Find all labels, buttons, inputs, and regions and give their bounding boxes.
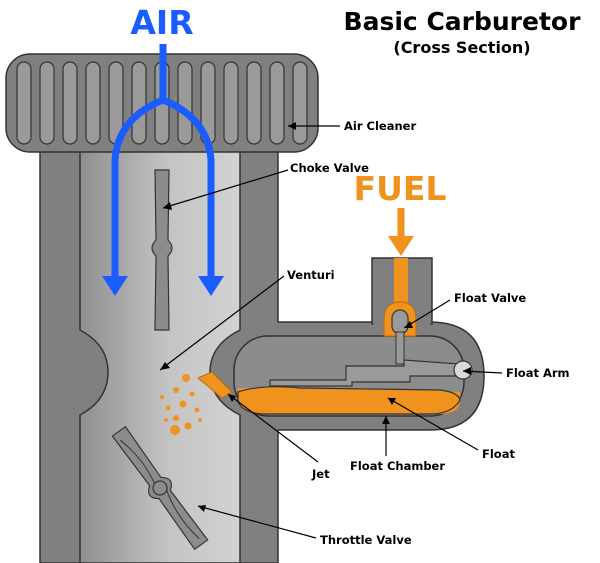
diagram-title: Basic Carburetor — [344, 7, 582, 36]
label-float-valve: Float Valve — [454, 291, 526, 305]
label-choke-valve: Choke Valve — [290, 161, 369, 175]
label-float-arm: Float Arm — [506, 366, 570, 380]
air-cleaner-slot — [62, 61, 78, 145]
venturi-throat — [79, 149, 241, 563]
label-venturi: Venturi — [287, 268, 335, 282]
throttle-valve — [111, 425, 209, 551]
air-flow-arrows — [111, 44, 215, 280]
air-label: AIR — [130, 3, 193, 42]
float-arm-pivot — [453, 360, 473, 380]
air-cleaner-slot — [16, 61, 32, 145]
float — [237, 386, 461, 415]
float-valve-needle — [391, 309, 409, 335]
fuel-spray — [160, 374, 202, 435]
air-cleaner-slot — [85, 61, 101, 145]
air-cleaner-slot — [177, 61, 193, 145]
fuel-label: FUEL — [354, 169, 447, 208]
leader-lines — [159, 122, 503, 539]
label-throttle-valve: Throttle Valve — [320, 533, 412, 547]
air-cleaner-slot — [246, 61, 262, 145]
air-cleaner-slot — [131, 61, 147, 145]
fuel-arrow-head — [388, 236, 414, 256]
air-cleaner-slot — [223, 61, 239, 145]
air-cleaner-slot — [39, 61, 55, 145]
air-cleaner-slot — [269, 61, 285, 145]
label-float: Float — [482, 447, 515, 461]
air-arrow-head-right — [198, 276, 224, 296]
label-float-chamber: Float Chamber — [350, 459, 445, 473]
choke-valve — [151, 169, 173, 331]
jet-nozzle — [197, 371, 233, 399]
label-jet: Jet — [311, 467, 330, 481]
fuel-inlet-fuel — [394, 258, 408, 314]
diagram-subtitle: (Cross Section) — [393, 38, 530, 57]
air-cleaner-slot — [292, 61, 308, 145]
label-air-cleaner: Air Cleaner — [344, 119, 416, 133]
air-arrow-head-left — [102, 276, 128, 296]
